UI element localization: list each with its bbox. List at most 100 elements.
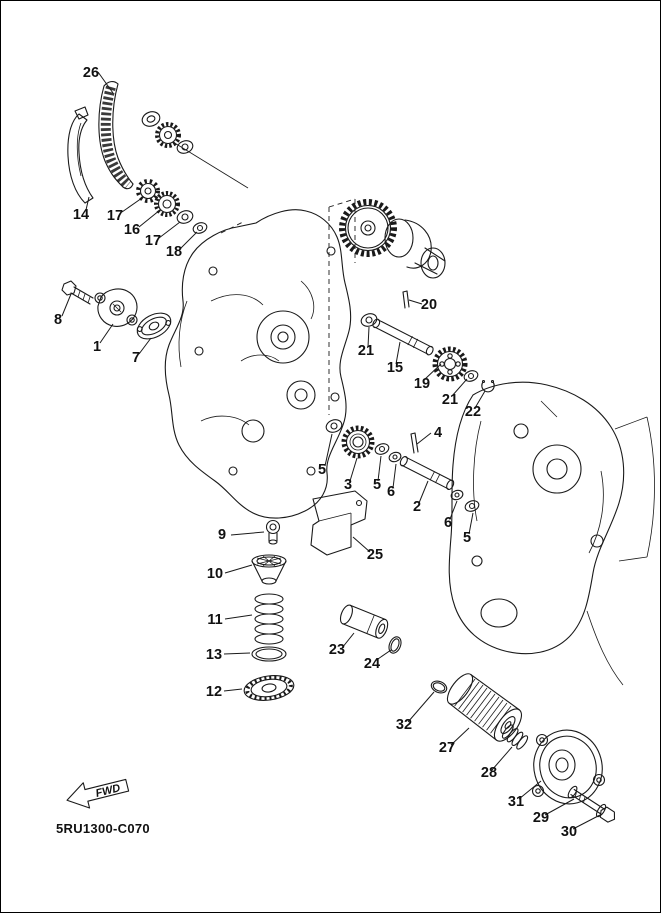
callout-leader-line <box>518 780 542 800</box>
callout-1: 1 <box>93 339 101 355</box>
callout-17: 17 <box>107 208 123 224</box>
callout-24: 24 <box>364 656 380 672</box>
callout-25: 25 <box>367 547 383 563</box>
callout-leader-line <box>99 323 114 344</box>
cover-bolt-29-30 <box>567 785 616 823</box>
callout-27: 27 <box>439 740 455 756</box>
spring-11 <box>254 593 284 645</box>
callout-22: 22 <box>465 404 481 420</box>
callout-leader-line <box>61 293 72 317</box>
callout-17: 17 <box>145 233 161 249</box>
callout-12: 12 <box>206 684 222 700</box>
o-ring-32 <box>430 680 448 694</box>
callout-7: 7 <box>132 350 140 366</box>
callout-leader-line <box>352 536 371 553</box>
callout-leader-line <box>449 500 458 520</box>
o-ring-24 <box>388 636 402 654</box>
callout-15: 15 <box>387 360 403 376</box>
callout-leader-line <box>474 390 486 409</box>
callout-18: 18 <box>166 244 182 260</box>
callout-leader-line <box>224 564 253 574</box>
callout-leader-line <box>349 457 358 482</box>
shaft-2 <box>399 455 455 491</box>
engine-case-center <box>164 209 352 519</box>
filter-cover-31 <box>531 729 606 805</box>
oil-pump-gasket <box>136 312 172 340</box>
callout-leader-line <box>450 727 470 746</box>
callout-5: 5 <box>463 530 471 546</box>
washer-21b <box>463 370 479 382</box>
sprocket-washer-set-top <box>141 111 249 189</box>
callout-leader-line <box>138 337 152 355</box>
balancer-shaft-assembly <box>339 199 446 279</box>
callout-leader-line <box>451 378 468 397</box>
sprocket-washer-set-lower <box>136 179 208 234</box>
fwd-label: FWD <box>94 782 121 800</box>
callout-leader-line <box>223 652 251 655</box>
diagram-code: 5RU1300-C070 <box>56 821 150 836</box>
callout-6: 6 <box>387 484 395 500</box>
fwd-arrow: FWD <box>66 778 130 809</box>
drain-plug-12 <box>243 675 295 701</box>
callout-5: 5 <box>318 462 326 478</box>
washer-5c <box>464 500 480 512</box>
oil-filter-element-27 <box>446 673 523 742</box>
callout-23: 23 <box>329 642 345 658</box>
engine-case-right <box>448 381 655 686</box>
callout-26: 26 <box>83 65 99 81</box>
callout-leader-line <box>408 299 423 305</box>
callout-leader-line <box>572 814 601 830</box>
callout-8: 8 <box>54 312 62 328</box>
pin-20 <box>402 290 410 309</box>
callout-16: 16 <box>124 222 140 238</box>
callout-5: 5 <box>373 477 381 493</box>
gear-3 <box>341 425 375 459</box>
callout-leader-line <box>423 363 442 381</box>
washer-5a <box>325 419 343 433</box>
callout-11: 11 <box>207 612 222 628</box>
callout-leader-line <box>341 632 355 649</box>
oil-pump-assembly <box>94 288 138 327</box>
callout-leader-line <box>367 326 370 348</box>
callout-3: 3 <box>344 477 352 493</box>
callout-leader-line <box>377 455 382 482</box>
callout-4: 4 <box>434 425 442 441</box>
callout-31: 31 <box>508 794 524 810</box>
callout-leader-line <box>97 71 114 94</box>
washer-6a <box>388 451 402 463</box>
o-ring-13 <box>251 646 287 662</box>
callout-10: 10 <box>207 566 223 582</box>
callout-6: 6 <box>444 515 452 531</box>
callout-30: 30 <box>561 824 577 840</box>
callout-19: 19 <box>414 376 430 392</box>
callout-leader-line <box>224 614 253 620</box>
callout-28: 28 <box>481 765 497 781</box>
timing-chain <box>98 81 134 190</box>
phantom-lines <box>220 198 356 415</box>
washer-6b <box>450 489 464 501</box>
callout-leader-line <box>392 463 397 489</box>
callout-leader-line <box>374 649 392 662</box>
strainer-10 <box>251 554 287 585</box>
plug-9 <box>265 519 281 545</box>
callout-leader-line <box>418 480 429 504</box>
callout-29: 29 <box>533 810 549 826</box>
callout-leader-line <box>223 688 243 692</box>
callout-2: 2 <box>413 499 421 515</box>
spring-28 <box>501 724 529 750</box>
callout-leader-line <box>324 433 333 467</box>
callout-leader-line <box>138 209 161 228</box>
baffle-plate-25 <box>310 490 368 556</box>
callout-14: 14 <box>73 207 89 223</box>
pin-4 <box>410 432 419 454</box>
washer-5b <box>374 443 390 455</box>
callout-21: 21 <box>442 392 458 408</box>
circlip-22 <box>481 379 495 393</box>
relief-valve-23 <box>339 604 389 639</box>
callout-leader-line <box>179 231 198 250</box>
washer-21a <box>360 313 378 327</box>
callout-21: 21 <box>358 343 374 359</box>
